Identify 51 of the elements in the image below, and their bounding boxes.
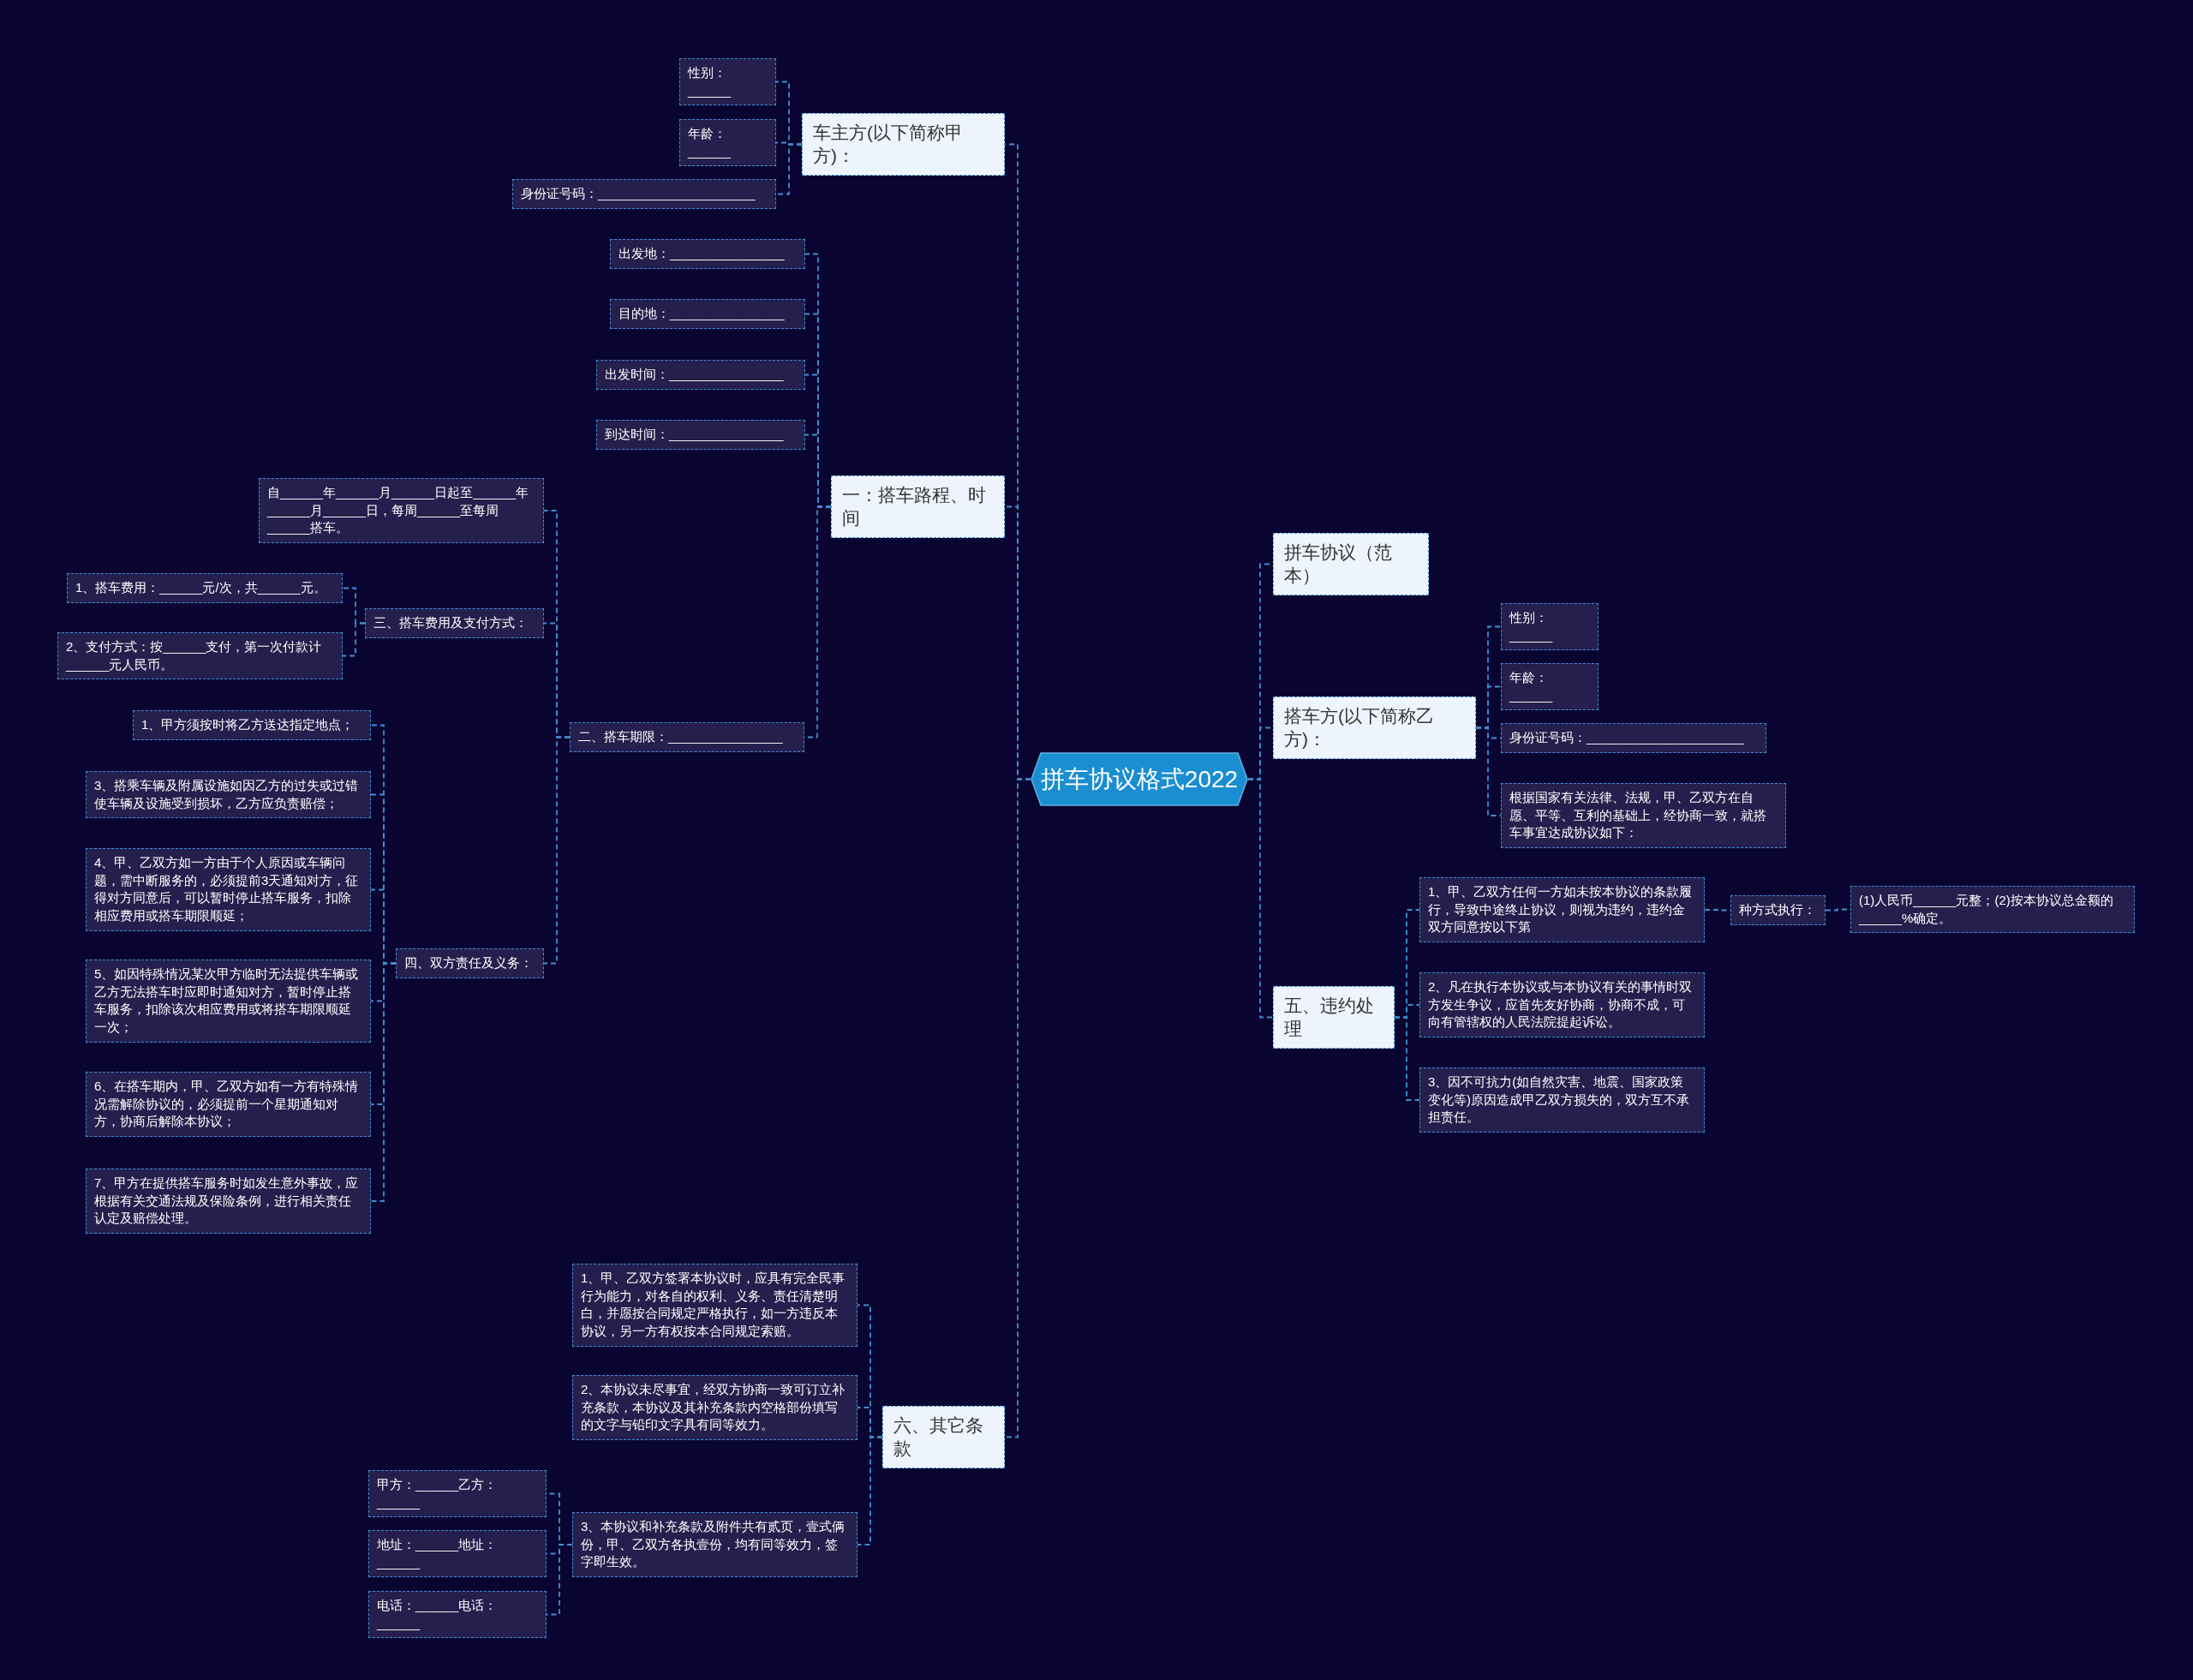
detail-box: 自______年______月______日起至______年______月______日，每周______至每周______搭车。 <box>259 478 544 544</box>
detail-box: 身份证号码：______________________ <box>512 179 776 209</box>
connector-line <box>1004 778 1031 1438</box>
detail-box: 6、在搭车期内，甲、乙双方如有一方有特殊情况需解除协议的，必须提前一个星期通知对方，协商后解除本协议； <box>86 1072 371 1138</box>
detail-box: 出发地：________________ <box>610 239 805 269</box>
connector-line <box>543 736 571 965</box>
topic-box: 一：搭车路程、时间 <box>831 475 1005 538</box>
connector-line <box>857 1436 883 1545</box>
topic-box: 六、其它条款 <box>882 1406 1005 1468</box>
connector-line <box>370 962 397 1202</box>
detail-box: 甲方：______乙方：______ <box>368 1470 547 1518</box>
detail-box: 出发时间：________________ <box>596 360 805 390</box>
detail-box: 性别：______ <box>679 58 776 106</box>
detail-box: 四、双方责任及义务： <box>396 948 544 978</box>
detail-box: 7、甲方在提供搭车服务时如发生意外事故，应根据有关交通法规及保险条例，进行相关责任认定及赔偿处理。 <box>86 1169 371 1235</box>
connector-line <box>342 622 366 657</box>
detail-box: 4、甲、乙双方如一方由于个人原因或车辆问题，需中断服务的，必须提前3天通知对方，征得对方同意后，可以暂时停止搭车服务，扣除相应费用或搭车期限顺延； <box>86 848 371 931</box>
topic-box: 车主方(以下简称甲方)： <box>802 113 1005 176</box>
topic-box: 搭车方(以下简称乙方)： <box>1273 697 1476 759</box>
connector-line <box>1475 726 1502 816</box>
detail-box: 种方式执行： <box>1730 895 1826 925</box>
detail-box: 电话：______电话：______ <box>368 1591 547 1639</box>
connector-line <box>775 143 803 195</box>
detail-box: 身份证号码：______________________ <box>1501 723 1766 753</box>
detail-box: 2、本协议未尽事宜，经双方协商一致可订立补充条款，本协议及其补充条款内空格部份填写的文字与铅印文字具有同等效力。 <box>572 1375 857 1441</box>
detail-box: 3、因不可抗力(如自然灾害、地震、国家政策变化等)原因造成甲乙双方损失的，双方互不承担责任。 <box>1419 1067 1705 1133</box>
detail-box: 1、甲、乙双方签署本协议时，应具有完全民事行为能力，对各自的权利、义务、责任清楚明白，并愿按合同规定严格执行，如一方违反本协议，另一方有权按本合同规定索赔。 <box>572 1264 857 1347</box>
detail-box: 3、搭乘车辆及附属设施如因乙方的过失或过错使车辆及设施受到损坏，乙方应负责赔偿； <box>86 771 371 819</box>
detail-box: 5、如因特殊情况某次甲方临时无法提供车辆或乙方无法搭车时应即时通知对方，暂时停止搭车服务，扣除该次相应费用或将搭车期限顺延一次； <box>86 960 371 1043</box>
detail-box: 1、甲、乙双方任何一方如未按本协议的条款履行，导致中途终止协议，则视为违约，违约金双方同意按以下第 <box>1419 877 1705 943</box>
connector-line <box>1394 1016 1420 1101</box>
detail-box: 地址：______地址：______ <box>368 1530 547 1578</box>
central-topic: 拼车协议格式2022 <box>1031 752 1248 806</box>
detail-box: 性别：______ <box>1501 603 1598 651</box>
detail-box: 1、搭车费用：______元/次，共______元。 <box>67 573 343 603</box>
detail-box: 1、甲方须按时将乙方送达指定地点； <box>133 710 371 740</box>
detail-box: 2、凡在执行本协议或与本协议有关的事情时双方发生争议，应首先友好协商，协商不成，可向有管辖权的人民法院提起诉讼。 <box>1419 972 1705 1038</box>
detail-box: 三、搭车费用及支付方式： <box>365 608 544 638</box>
detail-box: 3、本协议和补充条款及附件共有贰页，壹式俩份，甲、乙双方各执壹份，均有同等效力，签字即生效。 <box>572 1512 857 1578</box>
topic-box: 拼车协议（范本） <box>1273 533 1429 595</box>
detail-box: 目的地：________________ <box>610 299 805 329</box>
connector-line <box>546 1544 573 1616</box>
detail-box: 根据国家有关法律、法规，甲、乙双方在自愿、平等、互利的基础上，经协商一致，就搭车事宜达成协议如下： <box>1501 783 1786 849</box>
detail-box: 二、搭车期限：________________ <box>570 722 804 752</box>
detail-box: 年龄：______ <box>679 119 776 167</box>
connector-line <box>1247 778 1274 1019</box>
detail-box: 2、支付方式：按______支付，第一次付款计______元人民币。 <box>57 632 343 680</box>
detail-box: (1)人民币______元整；(2)按本协议总金额的______%确定。 <box>1850 886 2135 934</box>
topic-box: 五、违约处理 <box>1273 986 1395 1049</box>
detail-box: 到达时间：________________ <box>596 420 805 450</box>
detail-box: 年龄：______ <box>1501 663 1598 711</box>
